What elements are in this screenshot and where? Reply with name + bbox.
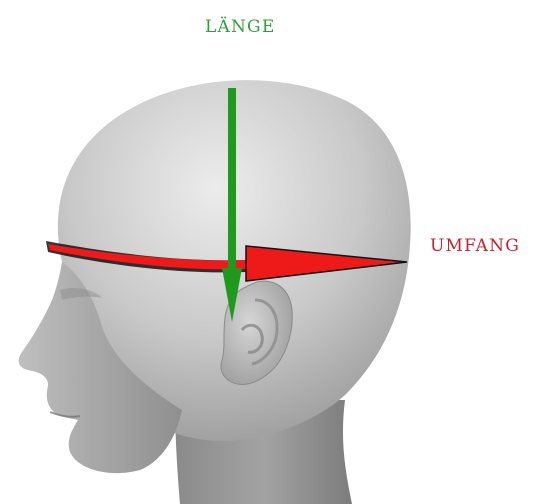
circumference-label: UMFANG: [430, 236, 520, 256]
length-label: LÄNGE: [205, 17, 275, 37]
length-arrow-shaft: [228, 88, 236, 270]
